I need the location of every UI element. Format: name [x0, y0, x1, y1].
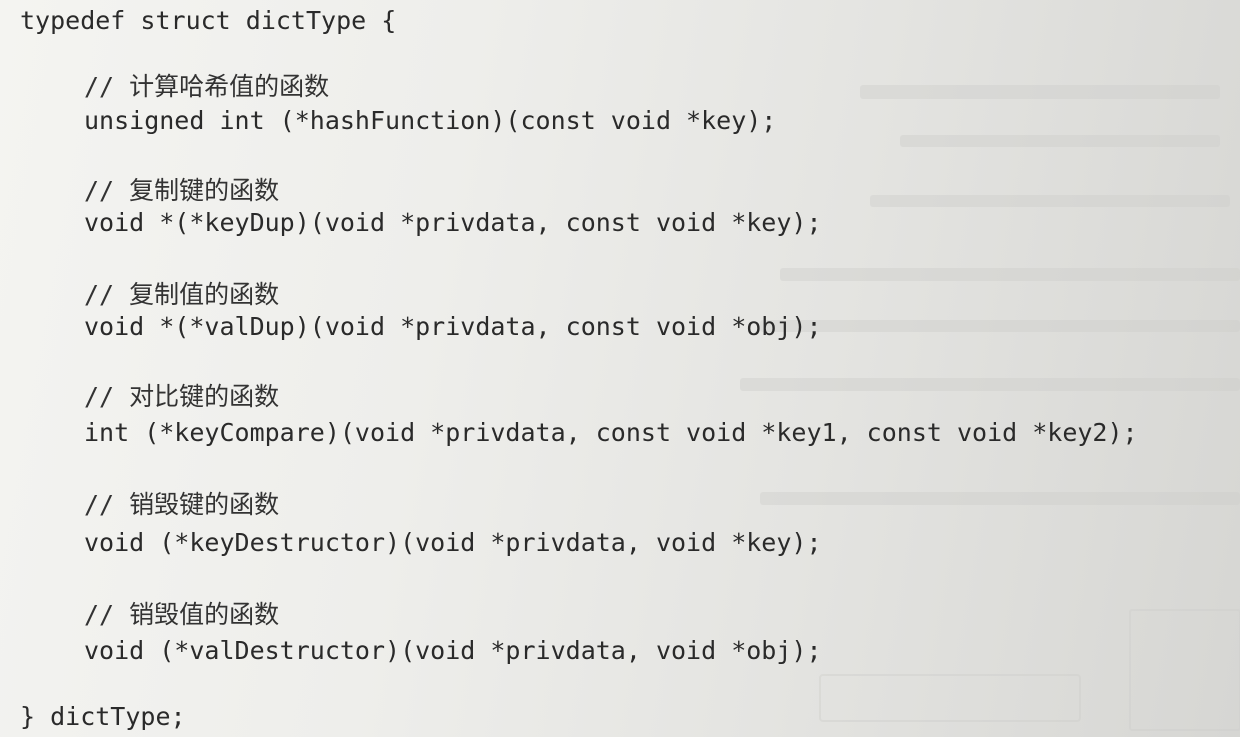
code-member-declaration: void *(*keyDup)(void *privdata, const vo…: [84, 208, 822, 237]
code-member-declaration: void (*keyDestructor)(void *privdata, vo…: [84, 528, 822, 557]
code-struct-footer: } dictType;: [20, 702, 186, 731]
dicttype-code-block: typedef struct dictType { // 计算哈希值的函数 un…: [20, 6, 1138, 731]
code-comment: // 计算哈希值的函数: [84, 72, 330, 101]
code-member-declaration: unsigned int (*hashFunction)(const void …: [84, 106, 777, 135]
code-member-declaration: void (*valDestructor)(void *privdata, vo…: [84, 636, 822, 665]
code-comment: // 复制值的函数: [84, 280, 280, 309]
code-comment: // 对比键的函数: [84, 382, 280, 411]
code-member-declaration: int (*keyCompare)(void *privdata, const …: [84, 418, 1138, 447]
code-member-declaration: void *(*valDup)(void *privdata, const vo…: [84, 312, 822, 341]
code-comment: // 销毁值的函数: [84, 600, 280, 629]
code-struct-header: typedef struct dictType {: [20, 6, 397, 35]
code-comment: // 复制键的函数: [84, 176, 280, 205]
code-comment: // 销毁键的函数: [84, 490, 280, 519]
